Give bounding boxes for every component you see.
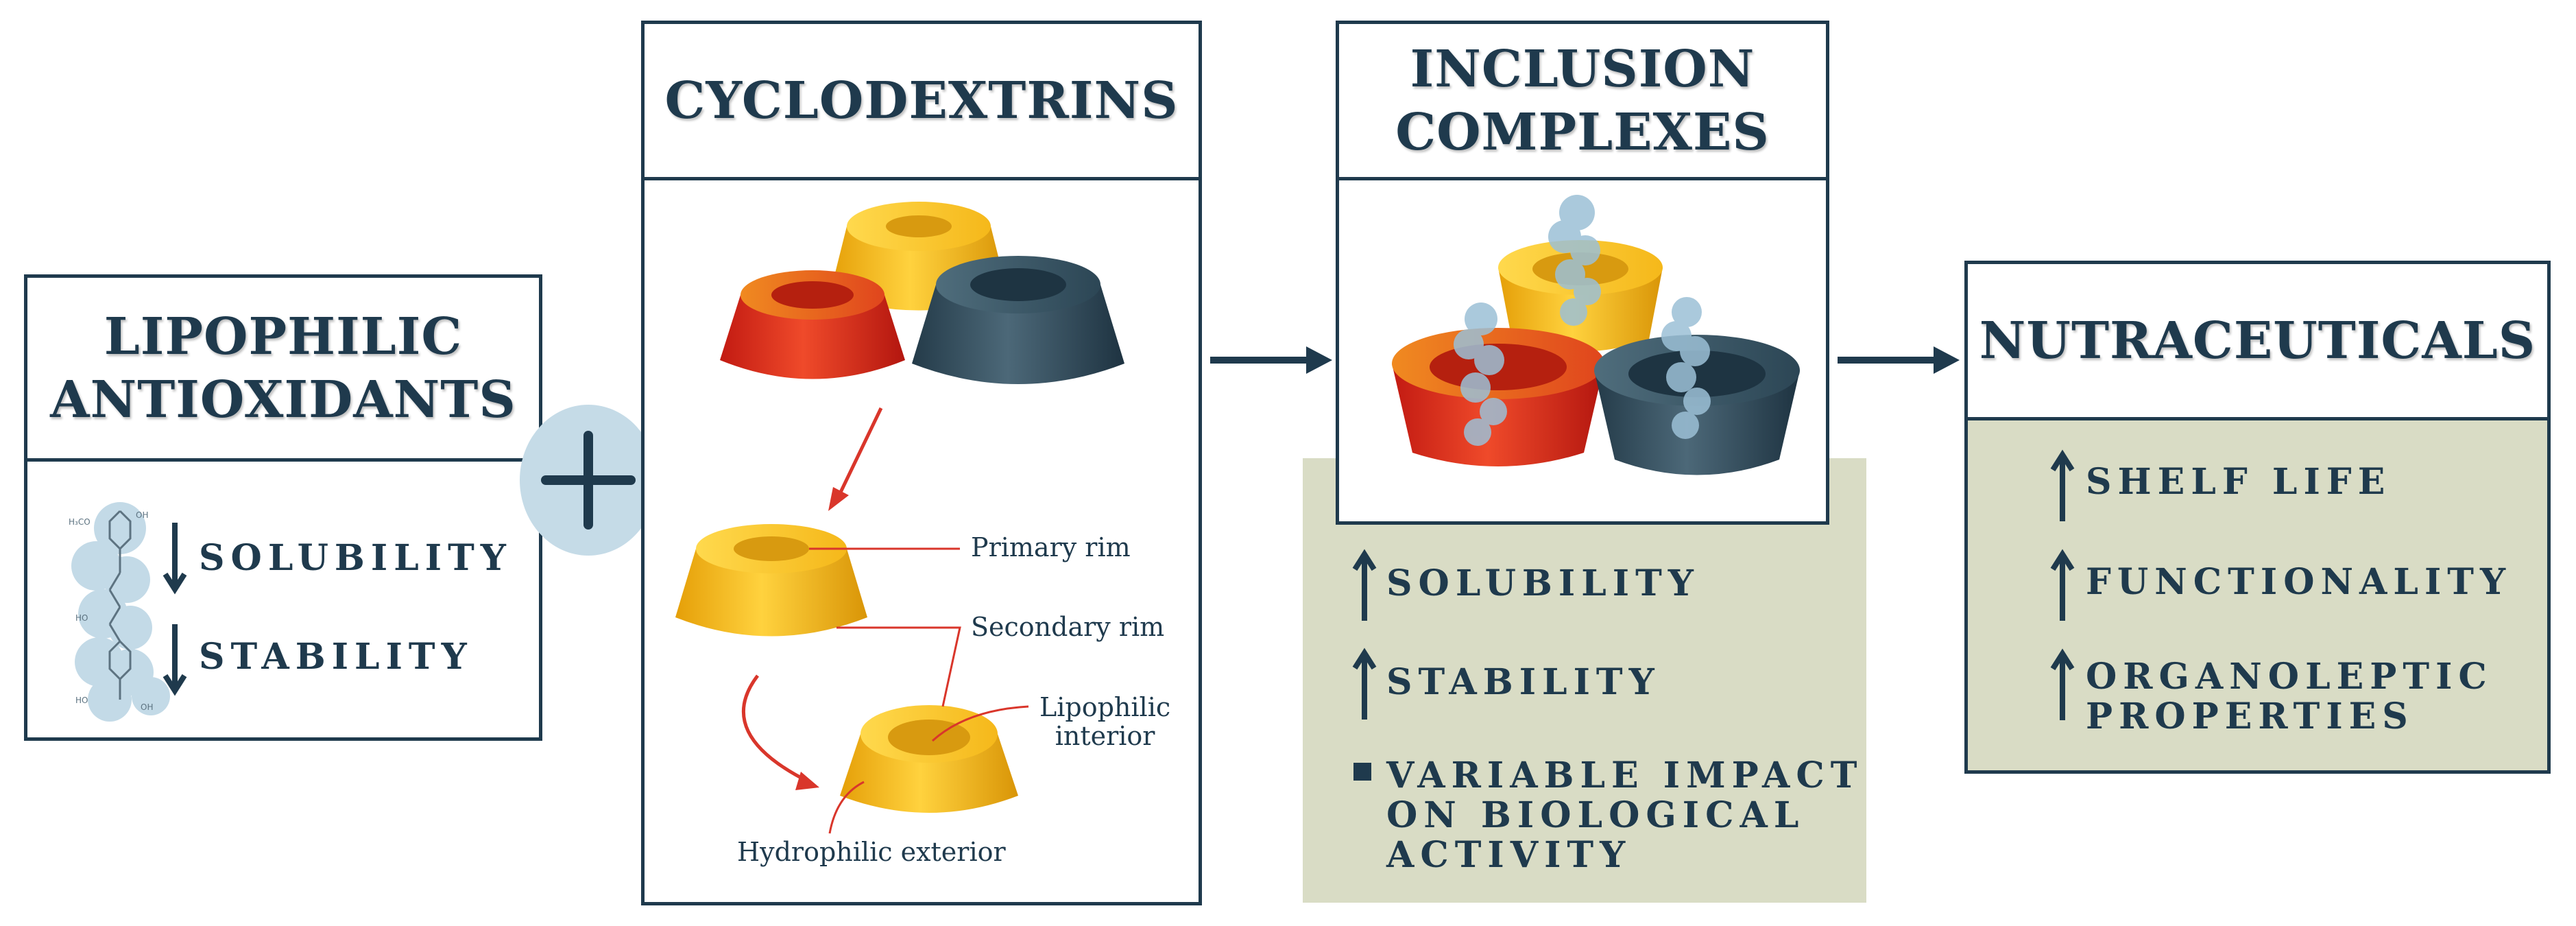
nutraceuticals-box: NUTRACEUTICALS — [1964, 261, 2551, 774]
guest-molecule-yellow — [1548, 195, 1601, 326]
guest-molecule-dark — [1661, 297, 1711, 439]
arrow-down-icon — [162, 523, 187, 595]
property-stability-increase: STABILITY — [1386, 661, 1661, 703]
label-secondary-rim: Secondary rim — [971, 612, 1165, 642]
arrow-right-icon — [1210, 346, 1332, 374]
antioxidant-molecule-illustration: H₃CO OH HO HO OH — [69, 502, 170, 722]
property-shelf-life: SHELF LIFE — [2086, 461, 2392, 503]
arrow-up-icon — [2050, 549, 2075, 621]
property-solubility-decrease: SOLUBILITY — [199, 537, 512, 579]
lipophilic-antioxidants-box: LIPOPHILIC ANTIOXIDANTS H₃CO OH HO HO OH SO… — [24, 274, 542, 741]
svg-text:HO: HO — [75, 613, 88, 623]
svg-text:OH: OH — [141, 702, 153, 712]
arrow-right-icon — [1838, 346, 1960, 374]
inclusion-properties-panel — [1303, 458, 1866, 903]
property-organoleptic: ORGANOLEPTIC PROPERTIES — [2086, 657, 2493, 737]
lipophilic-antioxidants-title: LIPOPHILIC ANTIOXIDANTS — [27, 278, 539, 462]
square-bullet-icon — [1353, 763, 1371, 781]
bullet-line-2: ON BIOLOGICAL — [1386, 794, 1805, 836]
plus-icon — [520, 405, 657, 556]
title-line-2: COMPLEXES — [1395, 102, 1770, 162]
arrow-up-icon — [2050, 449, 2075, 521]
organoleptic-line-1: ORGANOLEPTIC — [2086, 656, 2493, 698]
title-line-1: INCLUSION — [1410, 39, 1755, 99]
cyclodextrin-cone-dark — [912, 256, 1124, 384]
inclusion-complexes-title: INCLUSION COMPLEXES — [1339, 24, 1826, 180]
cyclodextrin-cone-red — [720, 270, 905, 379]
svg-text:HO: HO — [75, 696, 88, 705]
inclusion-complex-illustration — [1392, 195, 1800, 475]
arrow-down-icon — [162, 624, 187, 696]
property-solubility-increase: SOLUBILITY — [1386, 562, 1700, 604]
bullet-line-3: ACTIVITY — [1386, 834, 1632, 876]
cyclodextrin-cone-labeled-top — [675, 524, 867, 637]
organoleptic-line-2: PROPERTIES — [2086, 696, 2414, 737]
property-stability-decrease: STABILITY — [199, 636, 473, 678]
svg-text:H₃CO: H₃CO — [69, 517, 91, 527]
arrow-up-icon — [2050, 648, 2075, 720]
label-hydrophilic-exterior: Hydrophilic exterior — [737, 837, 1006, 867]
label-lipophilic-interior-line-2: interior — [1055, 721, 1155, 751]
nutraceuticals-title: NUTRACEUTICALS — [1968, 264, 2547, 420]
property-functionality: FUNCTIONALITY — [2086, 561, 2512, 603]
cyclodextrins-title-text: CYCLODEXTRINS — [664, 71, 1179, 130]
property-variable-impact: VARIABLE IMPACT ON BIOLOGICAL ACTIVITY — [1386, 756, 1863, 875]
arrow-curved-red-icon — [741, 674, 819, 790]
cyclodextrins-title: CYCLODEXTRINS — [645, 24, 1199, 180]
arrow-up-icon — [1352, 648, 1377, 720]
cyclodextrin-cones-group — [720, 202, 1124, 384]
arrow-up-icon — [1352, 549, 1377, 621]
bullet-line-1: VARIABLE IMPACT — [1386, 755, 1864, 796]
arrow-diagonal-red-icon — [828, 407, 883, 511]
nutraceuticals-title-text: NUTRACEUTICALS — [1979, 311, 2536, 370]
title-line-2: ANTIOXIDANTS — [50, 370, 516, 429]
guest-molecule-red — [1454, 302, 1507, 446]
title-line-1: LIPOPHILIC — [104, 307, 463, 366]
label-lipophilic-interior: Lipophilic interior — [1039, 693, 1170, 750]
label-lipophilic-interior-line-1: Lipophilic — [1039, 692, 1171, 722]
label-primary-rim: Primary rim — [971, 532, 1131, 562]
svg-text:OH: OH — [136, 510, 148, 520]
